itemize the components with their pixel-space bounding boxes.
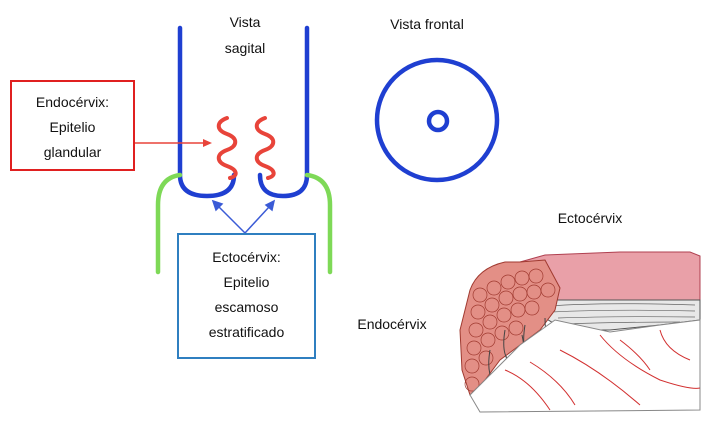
sagittal-view-label: Vista sagital <box>215 12 275 58</box>
frontal-view <box>377 60 497 180</box>
arrow-endocervix <box>135 139 212 147</box>
sagittal-label-line1: Vista <box>215 12 275 32</box>
ectocervix-box-line2: Epitelio <box>179 270 314 295</box>
ectocervix-label-box: Ectocérvix: Epitelio escamoso estratific… <box>177 233 316 359</box>
endocervix-box-line3: glandular <box>12 140 133 165</box>
arrows-ectocervix <box>213 201 274 233</box>
endocervix-label-box: Endocérvix: Epitelio glandular <box>10 80 135 171</box>
frontal-os-circle <box>429 112 447 130</box>
endocervix-box-line1: Endocérvix: <box>12 90 133 115</box>
endocervix-box-line2: Epitelio <box>12 115 133 140</box>
ectocervix-title: Ectocérvix <box>545 208 635 228</box>
frontal-outer-circle <box>377 60 497 180</box>
endocervix-title: Endocérvix <box>347 314 437 334</box>
ectocervix-box-line3: escamoso <box>179 295 314 320</box>
histology-illustration <box>460 252 700 412</box>
glandular-epithelium <box>219 118 274 178</box>
sagittal-label-line2: sagital <box>215 38 275 58</box>
ectocervix-box-line4: estratificado <box>179 320 314 345</box>
frontal-view-label: Vista frontal <box>372 14 482 34</box>
ectocervix-box-line1: Ectocérvix: <box>179 245 314 270</box>
